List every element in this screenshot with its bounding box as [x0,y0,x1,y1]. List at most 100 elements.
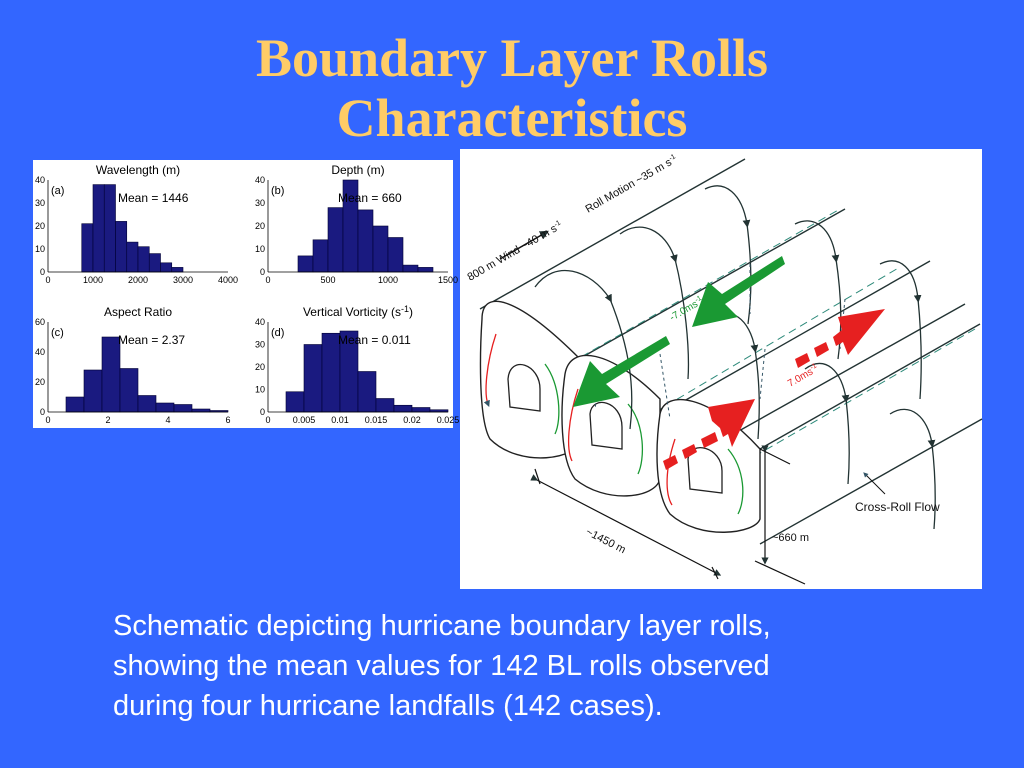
caption-line-3: during four hurricane landfalls (142 cas… [113,690,663,722]
panel-label: (b) [271,185,284,197]
hist-bar [148,253,161,273]
roll-motion-label: Roll Motion ~35 m s-1 [584,153,680,215]
y-tick-label: 20 [255,362,265,372]
x-tick-label: 0.015 [365,415,388,425]
circulation-arcs [483,333,744,515]
mean-annotation: Mean = 0.011 [338,333,411,347]
hist-bar [92,184,105,273]
hist-bar [312,239,329,273]
chart-title: Depth (m) [331,163,384,177]
hist-bar [285,391,305,413]
roll-depth-label: ~660 m [772,532,809,544]
mean-annotation: Mean = 2.37 [118,333,185,347]
caption-line-1: Schematic depicting hurricane boundary l… [113,610,771,642]
green-flow-arrows [573,256,785,407]
cross-roll-pointer [863,472,886,495]
slide-title: Boundary Layer Rolls Characteristics [0,28,1024,148]
hist-bar [411,407,431,413]
x-tick-label: 0.025 [437,415,460,425]
hist-bar [375,398,395,413]
hist-bar [357,209,374,273]
x-tick-label: 2000 [128,275,148,285]
x-tick-label: 1000 [83,275,103,285]
y-tick-label: 20 [255,221,265,231]
x-tick-label: 0 [265,415,270,425]
title-line-2: Characteristics [336,88,688,148]
hist-bar [137,246,150,273]
title-line-1: Boundary Layer Rolls [255,28,769,88]
hist-bar [115,221,128,273]
mean-annotation: Mean = 1446 [118,191,189,205]
red-velocity-label: 7.0ms-1 [786,362,821,389]
hist-bar [119,368,139,413]
chart-title: Vertical Vorticity (s-1) [303,304,413,319]
hist-bar [103,184,116,273]
hist-bar [81,223,94,273]
y-tick-label: 30 [35,198,45,208]
hist-bar [387,237,404,273]
wind-arrow [499,230,549,260]
hist-bar [327,207,344,273]
y-tick-label: 60 [35,317,45,327]
hist-bar [155,402,175,413]
hist-bar [101,336,121,413]
y-tick-label: 30 [255,340,265,350]
y-tick-label: 10 [255,244,265,254]
x-tick-label: 0.02 [403,415,421,425]
mean-annotation: Mean = 660 [338,191,402,205]
x-tick-label: 6 [225,415,230,425]
hist-bar [83,369,103,413]
chart-title: Aspect Ratio [104,305,172,319]
hist-bar [126,241,139,273]
y-tick-label: 0 [40,407,45,417]
hist-bar [393,404,413,413]
x-tick-label: 1500 [438,275,458,285]
hist-bar [191,408,211,413]
x-tick-label: 500 [320,275,335,285]
cross-roll-flow-label: Cross-Roll Flow [855,500,940,514]
x-tick-label: 0 [45,275,50,285]
x-tick-label: 0 [45,415,50,425]
x-tick-label: 0 [265,275,270,285]
x-tick-label: 0.005 [293,415,316,425]
roll-schematic: 800 m Wind ~40 m s-1 Roll Motion ~35 m s… [466,153,983,585]
y-tick-label: 20 [35,221,45,231]
hist-bar [417,267,434,273]
hist-bar [372,225,389,273]
roll-width-label: ~1450 m [584,526,628,556]
y-tick-label: 10 [255,385,265,395]
y-tick-label: 20 [35,377,45,387]
hist-bar [173,404,193,413]
panel-label: (c) [51,327,64,339]
hist-bar [171,267,184,273]
y-tick-label: 0 [260,407,265,417]
x-tick-label: 4 [165,415,170,425]
panel-label: (d) [271,327,284,339]
histogram-2: 0 500 1000 1500 0 10 20 30 40 Depth (m) (b) Mean = … [255,163,458,285]
y-tick-label: 0 [260,267,265,277]
panel-label: (a) [51,185,64,197]
x-tick-label: 1000 [378,275,398,285]
hist-bar [65,396,85,413]
y-tick-label: 0 [40,267,45,277]
y-tick-label: 40 [255,317,265,327]
hist-bar [137,395,157,413]
chart-title: Wavelength (m) [96,163,180,177]
x-tick-label: 3000 [173,275,193,285]
y-tick-label: 40 [255,175,265,185]
y-tick-label: 10 [35,244,45,254]
hist-bar [402,264,419,273]
hist-bar [297,255,314,273]
hist-bar [357,371,377,413]
y-tick-label: 30 [255,198,265,208]
x-tick-label: 2 [105,415,110,425]
x-tick-label: 0.01 [331,415,349,425]
y-tick-label: 40 [35,347,45,357]
histogram-4: 0 0.005 0.01 0.015 0.02 0.025 0 10 20 30 40 Vertica… [255,304,459,425]
slide-caption: Schematic depicting hurricane boundary l… [113,606,913,726]
x-tick-label: 4000 [218,275,238,285]
